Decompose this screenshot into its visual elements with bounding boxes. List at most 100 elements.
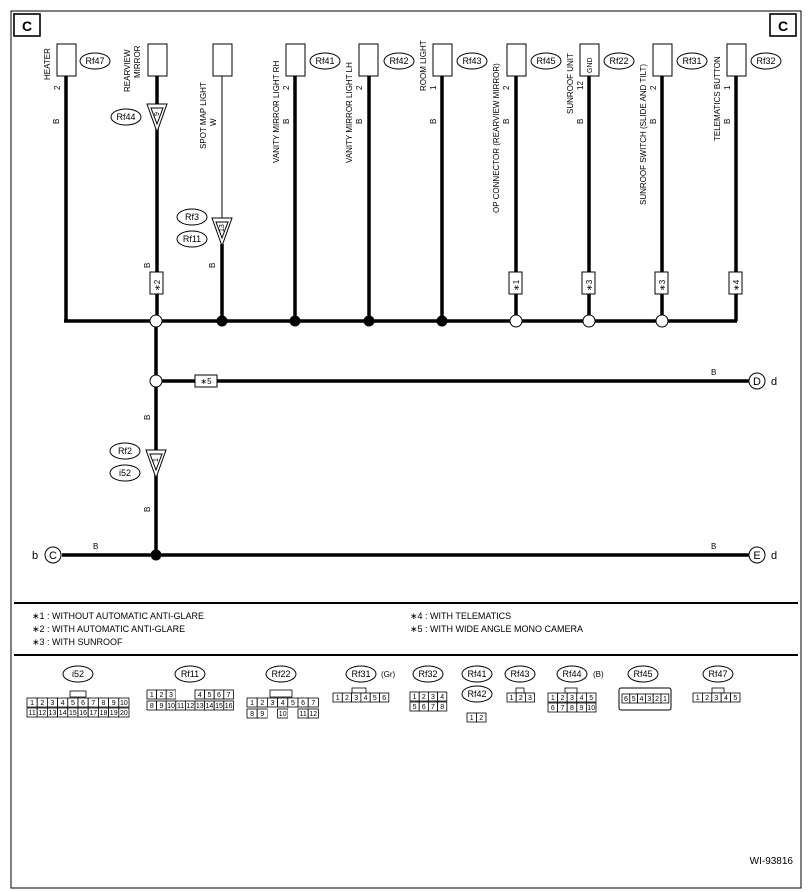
spot-map-light-connector-a: Rf3 <box>185 212 199 222</box>
d-wire-color: B <box>711 368 716 377</box>
connector-rf42-pin <box>476 712 487 723</box>
junction-solid <box>216 315 228 327</box>
option-mark-3b: ∗3 <box>654 271 669 295</box>
connector-rf22-label: Rf22 <box>271 669 290 679</box>
heater-connector: Rf47 <box>85 56 104 66</box>
connector-rf11-pin-number: 13 <box>196 703 204 710</box>
connector-rf44-pin-number: 5 <box>589 695 593 702</box>
connector-rf47-pin-number: 3 <box>715 695 719 702</box>
note-mark-2: ∗2 <box>32 624 45 634</box>
connector-rf43-oval <box>504 665 536 683</box>
inline-connector-b: i52 <box>119 468 131 478</box>
connector-rf22-pin-number: 11 <box>299 711 306 718</box>
connector-rf11-pin <box>223 689 234 700</box>
heater-wire-color: B <box>52 119 61 124</box>
figure-id: WI-93816 <box>750 856 794 867</box>
connector-rf22-pin-number: 8 <box>250 711 254 718</box>
spot-map-light-wire-color: W <box>209 118 218 126</box>
note-text-3: : WITH SUNROOF <box>47 637 123 647</box>
component-vanity-rh: VANITY MIRROR LIGHT RH 2 B Rf41 <box>272 43 341 163</box>
connector-i52-pin <box>118 707 130 718</box>
option-mark-1: ∗1 <box>508 271 523 295</box>
sunroof-switch-pin: 2 <box>649 85 658 90</box>
connector-rf41-oval <box>461 665 493 683</box>
junction-solid <box>289 315 301 327</box>
junctions-top <box>149 314 669 328</box>
option-mark-2: ∗2 <box>149 271 164 295</box>
vanity-rh-connector: Rf41 <box>315 56 334 66</box>
connector-rf47-pin <box>730 692 741 703</box>
connector-rf42-pin-number: 2 <box>479 715 483 722</box>
sunroof-switch-label: SUNROOF SWITCH (SLIDE AND TILT) <box>639 64 648 205</box>
vanity-lh-connector: Rf42 <box>389 56 408 66</box>
connector-i52-pin-number: 1 <box>30 700 34 707</box>
vanity-rh-label: VANITY MIRROR LIGHT RH <box>272 61 281 163</box>
component-rearview-mirror: REARVIEW MIRROR 9 Rf44 B <box>110 43 168 268</box>
bottom-wire-color-left: B <box>93 542 98 551</box>
connector-rf31-color: (Gr) <box>381 670 396 679</box>
connector-rf11-pin-number: 6 <box>217 692 221 699</box>
corner-box-right: C <box>769 13 797 37</box>
connector-i52-pin-number: 9 <box>112 700 116 707</box>
connector-rf45-pin-number: 4 <box>640 696 644 703</box>
connector-rf22-pin-number: 3 <box>271 700 275 707</box>
sunroof-switch-connector: Rf31 <box>682 56 701 66</box>
connector-i52-pin <box>118 697 130 708</box>
connector-rf47-latch <box>711 687 725 694</box>
connector-i52-pin-number: 15 <box>69 710 77 717</box>
connector-rf44-pin-number: 10 <box>587 705 595 712</box>
connector-i52-pin-number: 7 <box>91 700 95 707</box>
connector-rf31-pin-number: 5 <box>373 695 377 702</box>
terminal-C: C <box>49 550 57 562</box>
connector-rf45-pin <box>660 693 670 704</box>
connector-rf22-pin-number: 2 <box>260 700 264 707</box>
connector-rf11-pin-number: 3 <box>169 692 173 699</box>
op-connector-label: OP CONNECTOR (REARVIEW MIRROR) <box>492 63 501 213</box>
connector-rf32-oval <box>412 665 444 683</box>
heater-label: HEATER <box>43 48 52 80</box>
telematics-wire-color: B <box>723 119 732 124</box>
connector-i52-pin-number: 4 <box>61 700 65 707</box>
connector-rf11-pin-number: 11 <box>177 703 184 710</box>
connector-rf22-pin-number: 12 <box>309 711 317 718</box>
note-mark-1: ∗1 <box>32 611 45 621</box>
connector-i52-latch <box>69 690 87 698</box>
note-text-5: : WITH WIDE ANGLE MONO CAMERA <box>425 624 583 634</box>
rearview-mirror-connector: Rf44 <box>116 112 135 122</box>
junction-open <box>149 314 163 328</box>
note-mark-5: ∗5 <box>410 624 423 634</box>
room-light-pin: 1 <box>429 85 438 90</box>
connector-rf32-pin-number: 2 <box>422 694 426 701</box>
junction-solid <box>436 315 448 327</box>
connector-i52-pin-number: 19 <box>110 710 118 717</box>
connector-rf42-label: Rf42 <box>467 689 486 699</box>
sunroof-unit-wire-color: B <box>576 119 585 124</box>
connector-rf31-pin-number: 1 <box>336 695 340 702</box>
rearview-mirror-label-2: MIRROR <box>133 45 142 78</box>
note-mark-4: ∗4 <box>410 611 423 621</box>
vanity-lh-pin: 2 <box>355 85 364 90</box>
connector-rf11-pin-number: 12 <box>186 703 194 710</box>
connector-rf45-pin-number: 6 <box>624 696 628 703</box>
component-sunroof-switch: SUNROOF SWITCH (SLIDE AND TILT) 2 B Rf31 <box>639 43 708 205</box>
component-vanity-lh: VANITY MIRROR LIGHT LH 2 B Rf42 <box>345 43 415 163</box>
connector-rf44-pin-number: 2 <box>560 695 564 702</box>
connector-i52-label: i52 <box>72 669 84 679</box>
note-text-2: : WITH AUTOMATIC ANTI-GLARE <box>47 624 185 634</box>
connector-rf45-pin-number: 3 <box>647 696 651 703</box>
note-mark-3: ∗3 <box>32 637 45 647</box>
component-sunroof-unit: GND SUNROOF UNIT 12 B Rf22 <box>566 43 635 124</box>
connector-rf22-latch <box>269 689 293 698</box>
connector-rf22-oval <box>265 665 297 683</box>
heater-pin: 2 <box>53 85 62 90</box>
connector-rf22-pin-number: 7 <box>311 700 315 707</box>
connector-rf44-pin-number: 3 <box>570 695 574 702</box>
op-connector-connector: Rf45 <box>536 56 555 66</box>
svg-text:∗4: ∗4 <box>732 279 741 291</box>
connector-rf22-pin-number: 10 <box>279 711 287 718</box>
frame-border <box>10 10 802 889</box>
vanity-rh-pin: 2 <box>282 85 291 90</box>
connector-rf44-latch <box>564 687 578 694</box>
connector-i52-oval <box>62 665 94 683</box>
